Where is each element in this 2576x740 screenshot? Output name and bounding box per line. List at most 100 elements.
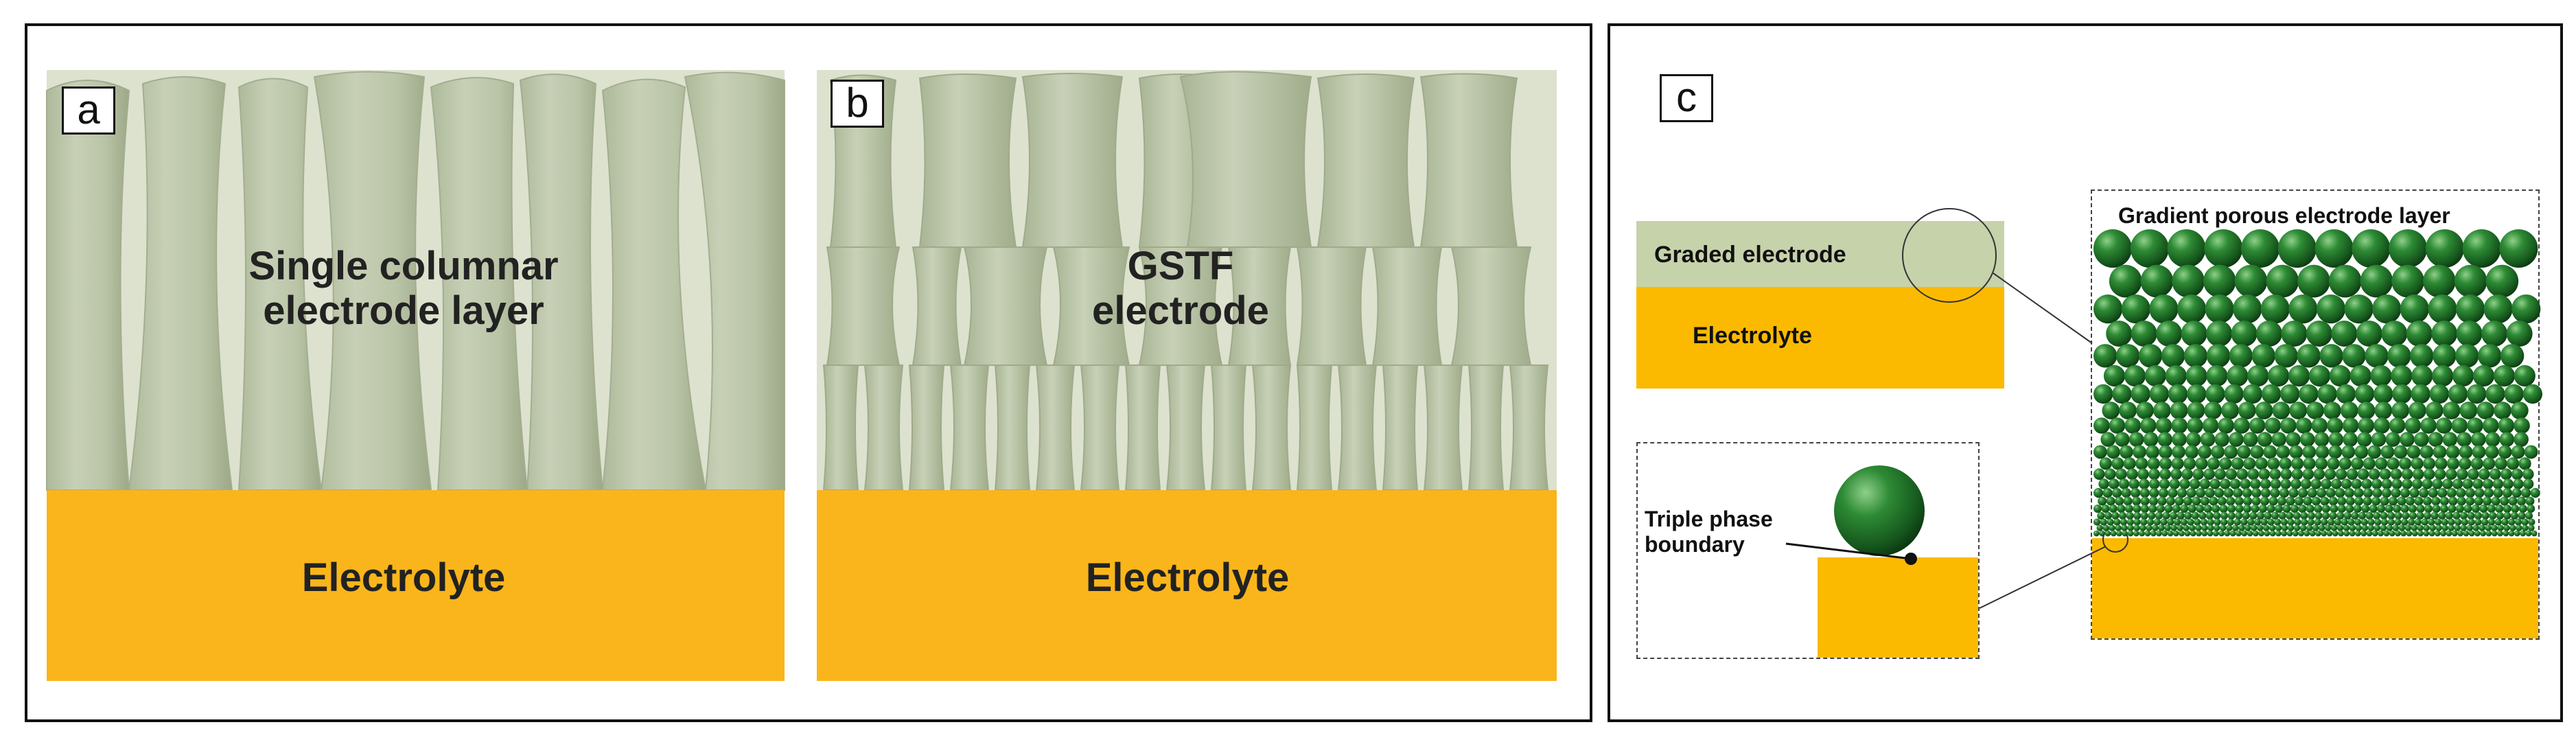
electrode-particle [2139,478,2149,489]
electrode-particle [2159,457,2172,470]
electrode-particle [2441,518,2448,525]
electrode-particle [2188,402,2205,419]
electrode-particle [2179,531,2185,537]
electrode-particle [2192,512,2199,520]
electrode-particle [2308,488,2317,498]
electrode-particle [2299,384,2318,404]
electrode-particle [2140,518,2147,525]
electrode-particle [2459,446,2473,459]
electrode-particle [2269,468,2281,480]
electrode-particle [2523,384,2542,404]
electrode-particle [2467,384,2486,404]
electrode-particle [2494,402,2511,419]
electrode-particle [2330,512,2337,520]
electrode-particle [2139,524,2146,531]
electrode-particle [2297,344,2320,367]
electrode-particle [2309,365,2330,386]
electrode-particle [2149,294,2178,323]
electrode-particle [2519,457,2531,470]
electrode-particle [2325,524,2331,531]
electrode-particle [2374,524,2380,531]
electrode-particle [2288,524,2294,531]
electrode-particle [2484,294,2513,323]
electrode-particle [2327,531,2333,537]
electrode-particle [2228,512,2236,520]
electrode-particle [2400,294,2429,323]
electrode-particle [2286,497,2295,506]
electrode-particle [2457,321,2483,347]
electrode-particle [2136,402,2154,419]
electrode-particle [2159,468,2171,480]
electrode-particle [2247,518,2254,525]
electrode-particle [2148,512,2155,520]
electrode-particle [2154,518,2161,525]
electrode-particle [2387,457,2400,470]
electrode-particle [2258,468,2270,480]
electrode-particle [2380,512,2388,520]
electrode-particle [2400,432,2415,447]
electrode-particle [2319,344,2343,367]
electrode-particle [2235,265,2268,298]
electrode-particle [2234,518,2241,525]
electrode-particle [2282,505,2290,513]
electrode-particle [2315,531,2321,537]
electrode-particle [2200,478,2210,489]
electrode-particle [2405,417,2422,434]
electrode-particle [2409,505,2417,513]
electrode-particle [2455,344,2479,367]
electrode-particle [2280,384,2299,404]
electrode-particle [2417,531,2424,537]
electrode-particle [2377,505,2385,513]
electrode-particle [2242,488,2252,498]
electrode-particle [2519,505,2527,513]
electrode-particle [2185,531,2191,537]
electrode-particle [2431,497,2440,506]
electrode-particle [2235,497,2244,506]
electrode-particle [2301,518,2308,525]
electrode-particle [2424,524,2430,531]
electrode-particle [2106,321,2132,347]
electrode-particle [2509,531,2515,537]
electrode-particle [2483,497,2492,506]
electrode-particle [2408,518,2415,525]
electrode-particle [2156,417,2172,434]
electrode-particle [2255,402,2273,419]
electrode-particle [2148,468,2160,480]
electrode-particle [2209,478,2220,489]
electrode-particle [2263,446,2277,459]
electrode-particle [2250,478,2260,489]
electrode-particle [2219,457,2231,470]
electrode-particle [2374,402,2392,419]
electrode-particle [2146,446,2159,459]
electrode-particle [2511,512,2518,520]
electrode-particle [2463,478,2473,489]
electrode-particle [2303,497,2312,506]
electrode-particle [2358,417,2375,434]
electrode-particle [2503,505,2511,513]
electrode-particle [2303,457,2315,470]
electrode-particle [2406,497,2415,506]
electrode-particle [2423,265,2456,298]
electrode-particle [2474,488,2484,498]
electrode-particle [2104,512,2112,520]
electrode-particle [2157,505,2165,513]
electrode-particle [2361,518,2368,525]
electrode-particle [2166,497,2175,506]
electrode-particle [2481,518,2488,525]
electrode-particle [2113,518,2120,525]
electrode-particle [2522,468,2534,480]
electrode-particle [2211,446,2225,459]
electrode-particle [2335,488,2345,498]
electrode-particle [2431,512,2439,520]
electrode-particle [2374,417,2390,434]
electrode-particle [2115,497,2124,506]
electrode-particle [2164,505,2172,513]
electrode-particle [2120,518,2127,525]
electrode-particle [2358,468,2369,480]
electrode-particle [2190,531,2196,537]
electrode-particle [2104,468,2116,480]
electrode-particle [2402,468,2413,480]
electrode-particle [2133,505,2141,513]
electrode-particle [2181,518,2188,525]
electrode-particle [2531,531,2538,537]
